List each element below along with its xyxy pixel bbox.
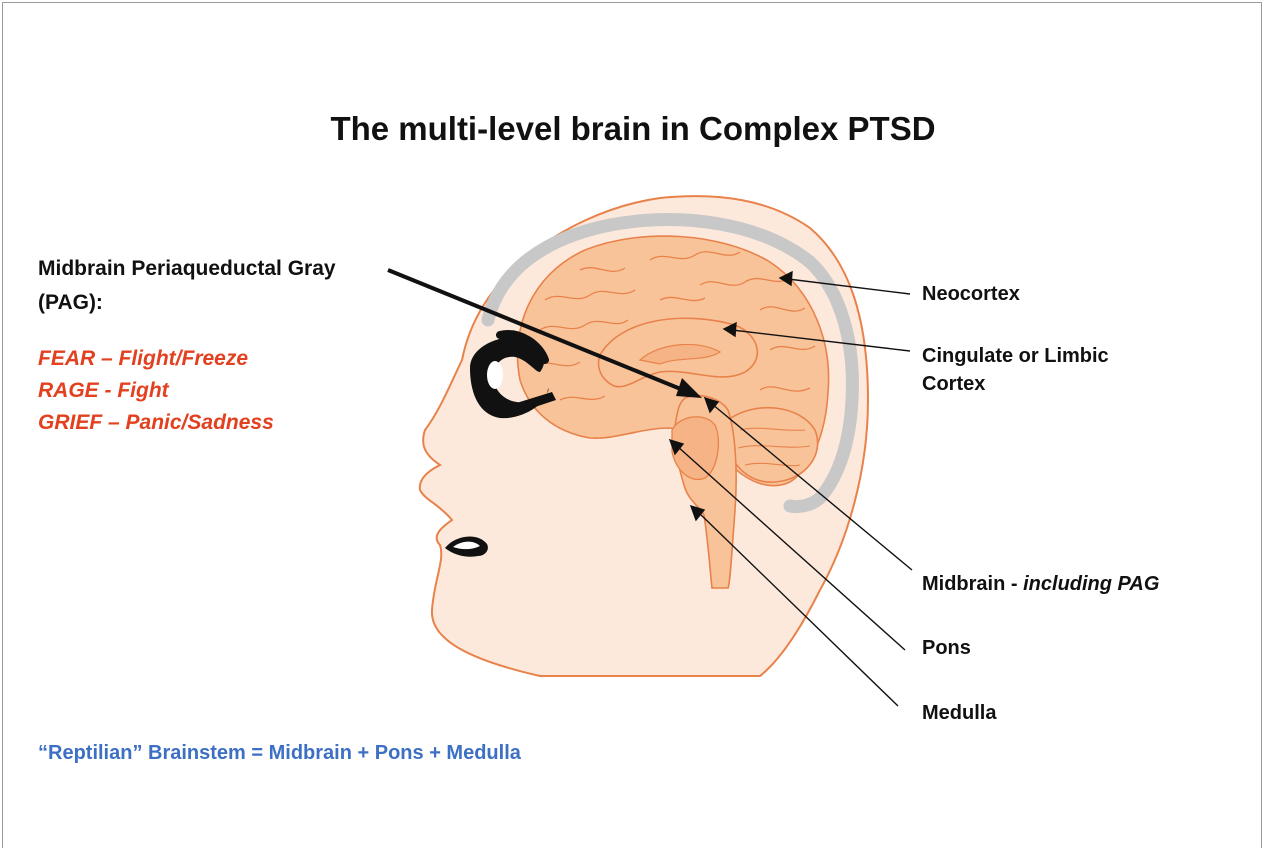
pag-heading: Midbrain Periaqueductal Gray (PAG): (38, 252, 336, 320)
pag-heading-line2: (PAG): (38, 286, 336, 320)
label-neocortex: Neocortex (922, 280, 1020, 308)
emotion-grief: GRIEF – Panic/Sadness (38, 407, 274, 439)
label-midbrain-italic: including PAG (1023, 573, 1159, 595)
label-medulla: Medulla (922, 699, 996, 727)
cerebellum (728, 408, 818, 482)
label-pons: Pons (922, 634, 971, 662)
label-midbrain: Midbrain - including PAG (922, 570, 1159, 598)
label-cingulate: Cingulate or Limbic Cortex (922, 342, 1109, 398)
emotion-fear: FEAR – Flight/Freeze (38, 343, 248, 375)
label-cingulate-line1: Cingulate or Limbic (922, 342, 1109, 370)
label-cingulate-line2: Cortex (922, 370, 1109, 398)
emotion-rage: RAGE - Fight (38, 375, 169, 407)
pag-heading-line1: Midbrain Periaqueductal Gray (38, 252, 336, 286)
footer-brainstem-note: “Reptilian” Brainstem = Midbrain + Pons … (38, 742, 521, 765)
label-midbrain-prefix: Midbrain - (922, 573, 1023, 595)
